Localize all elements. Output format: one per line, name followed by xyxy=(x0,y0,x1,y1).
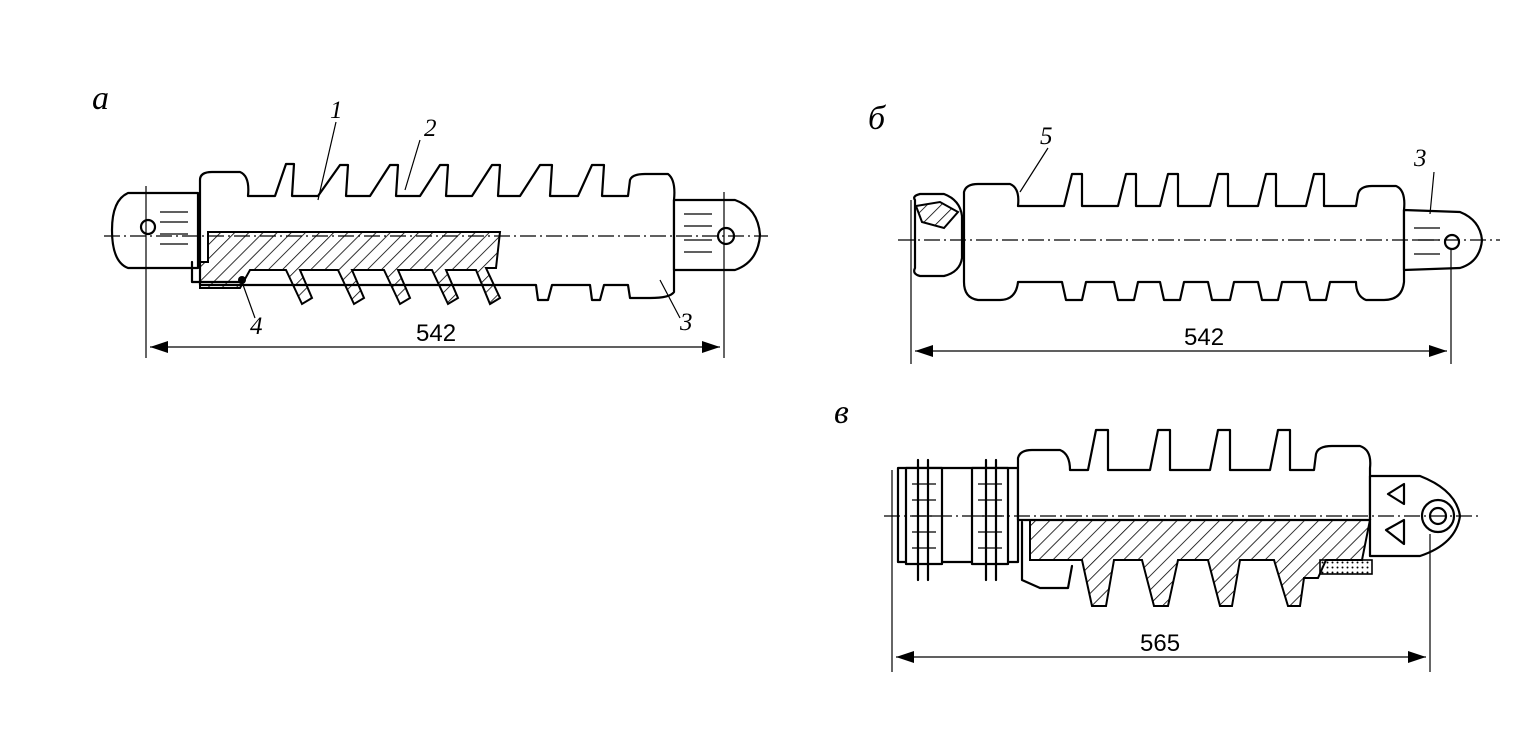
figure-b-part-3: 3 xyxy=(1414,145,1427,172)
figure-a-cement-dot xyxy=(238,276,246,284)
figure-c-insulator xyxy=(884,428,1480,672)
figure-c-letter: в xyxy=(834,394,849,431)
figure-a-part-3: 3 xyxy=(680,309,693,336)
figure-a-part-2: 2 xyxy=(424,115,437,142)
figure-a-left-pin-hole xyxy=(139,218,157,236)
figure-b-part-5: 5 xyxy=(1040,123,1053,150)
figure-a-letter: а xyxy=(92,80,109,117)
figure-b-body xyxy=(962,172,1406,302)
figure-b-letter: б xyxy=(868,100,886,137)
figure-b-dimension: 542 xyxy=(1184,324,1225,351)
figure-a-dimension: 542 xyxy=(416,320,457,347)
figure-a-section xyxy=(199,231,502,306)
figure-a-part-1: 1 xyxy=(330,97,343,124)
figure-b-insulator xyxy=(898,147,1500,364)
figure-a-insulator xyxy=(104,121,768,358)
figure-b-right-pin-hole xyxy=(1443,233,1461,251)
figure-a-part-4: 4 xyxy=(250,313,263,340)
figure-c-seal xyxy=(1319,559,1373,575)
figure-c-dimension: 565 xyxy=(1140,630,1181,657)
figure-c-body xyxy=(1016,428,1372,522)
figure-c-section xyxy=(1029,519,1372,607)
figure-c-right-pin-hole xyxy=(1420,498,1456,534)
